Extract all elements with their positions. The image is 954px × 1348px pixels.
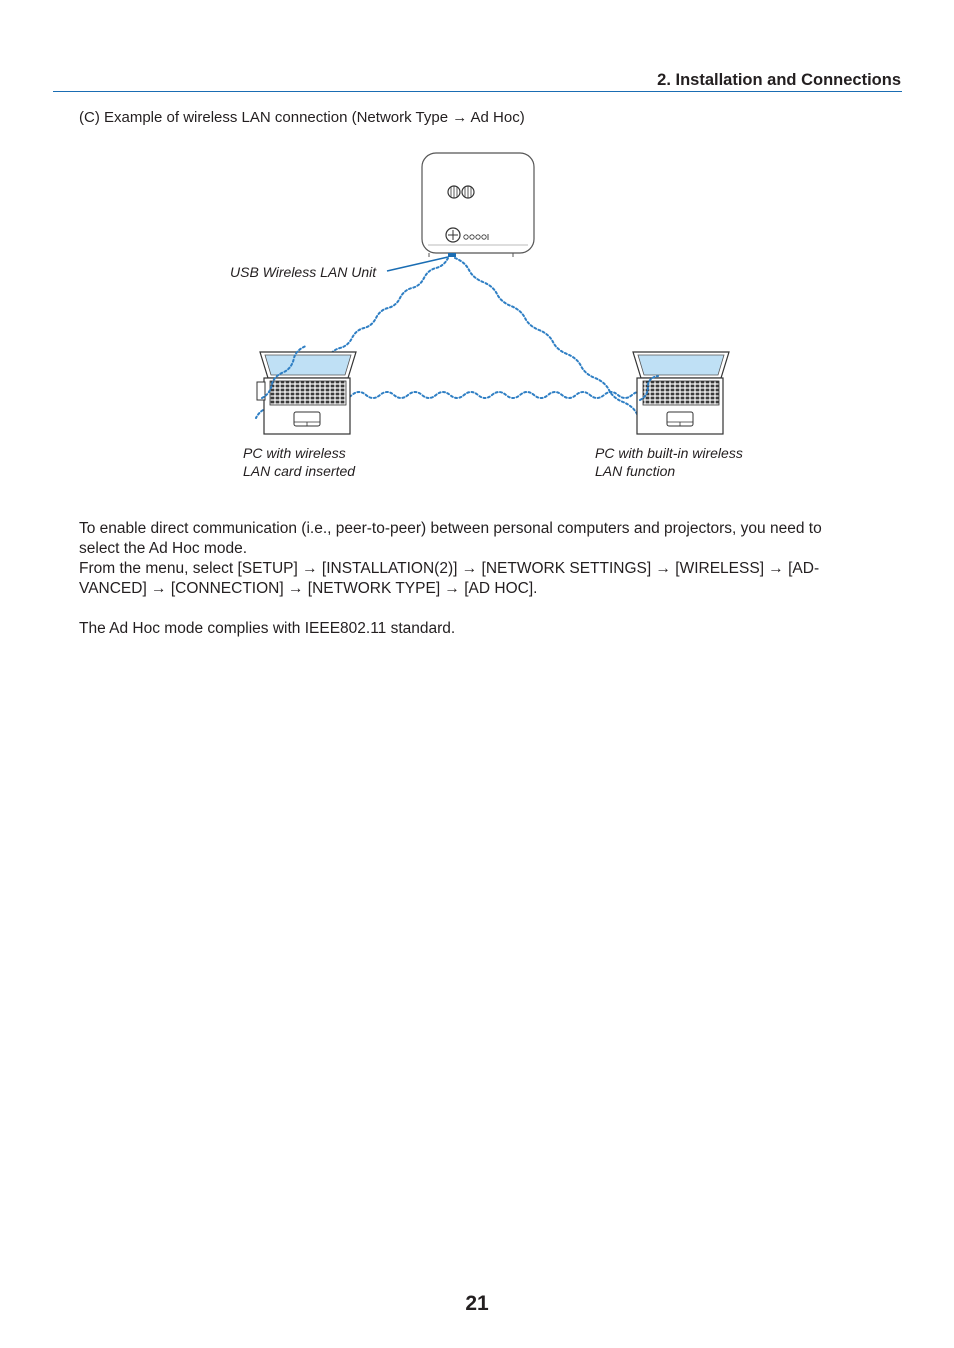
page-number: 21 [465, 1292, 489, 1315]
laptop-icon [256, 351, 357, 435]
pc-right-label-line2: LAN function [595, 463, 676, 479]
network-diagram [255, 152, 730, 435]
figure-caption: (C) Example of wireless LAN connection (… [79, 109, 525, 126]
paragraph-menu-path-line2: VANCED] → [CONNECTION] → [NETWORK TYPE] … [79, 580, 538, 597]
usb-wireless-lan-unit-label: USB Wireless LAN Unit [230, 264, 377, 280]
section-title: 2. Installation and Connections [657, 71, 901, 89]
paragraph-adhoc-intro-line1: To enable direct communication (i.e., pe… [79, 520, 822, 537]
usb-leader-line [386, 256, 449, 272]
pc-left-label-line1: PC with wireless [243, 445, 346, 461]
pc-right-label-line1: PC with built-in wireless [595, 445, 743, 461]
paragraph-adhoc-intro-line2: select the Ad Hoc mode. [79, 540, 248, 557]
laptop-icon [632, 351, 730, 435]
pc-left-label-line2: LAN card inserted [243, 463, 356, 479]
paragraph-ieee-standard: The Ad Hoc mode complies with IEEE802.11… [79, 620, 456, 637]
projector-icon [421, 152, 535, 257]
header-rule [53, 91, 902, 92]
paragraph-menu-path-line1: From the menu, select [SETUP] → [INSTALL… [79, 560, 820, 577]
